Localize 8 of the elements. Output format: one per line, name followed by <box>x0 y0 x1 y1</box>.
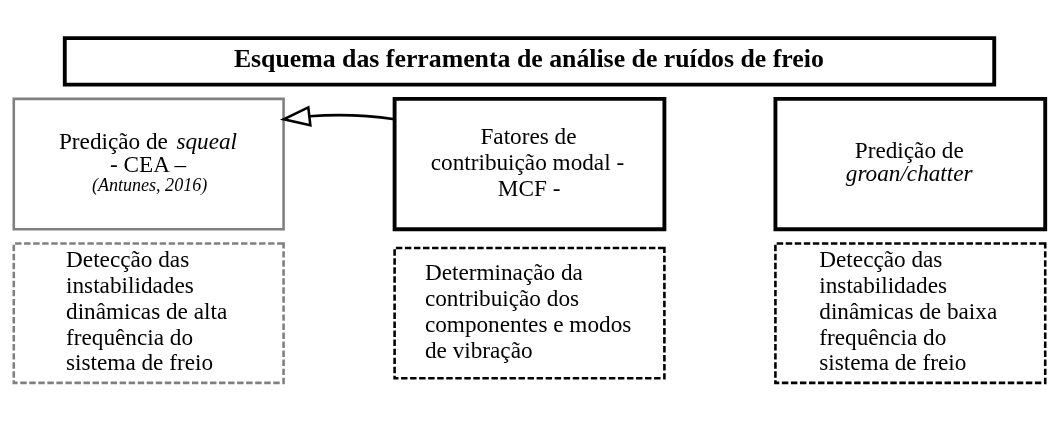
node-box: Detecção das instabilidades dinâmicas de alta frequência do sistema de freio <box>12 242 285 385</box>
node-box: Predição de groan/chatter <box>773 96 1048 232</box>
node-box: Detecção das instabilidades dinâmicas de baixa frequência do sistema de freio <box>774 242 1047 385</box>
node-box: Predição de squeal - CEA – (Antunes, 2016) <box>12 97 285 231</box>
node-box: Fatores de contribuição modal - MCF - <box>392 96 667 232</box>
node-box: Esquema das ferramenta de análise de ruídos de freio <box>62 36 997 87</box>
node-box: Determinação da contribuição dos componentes e modos de vibração <box>393 246 666 380</box>
arrow <box>279 105 395 127</box>
